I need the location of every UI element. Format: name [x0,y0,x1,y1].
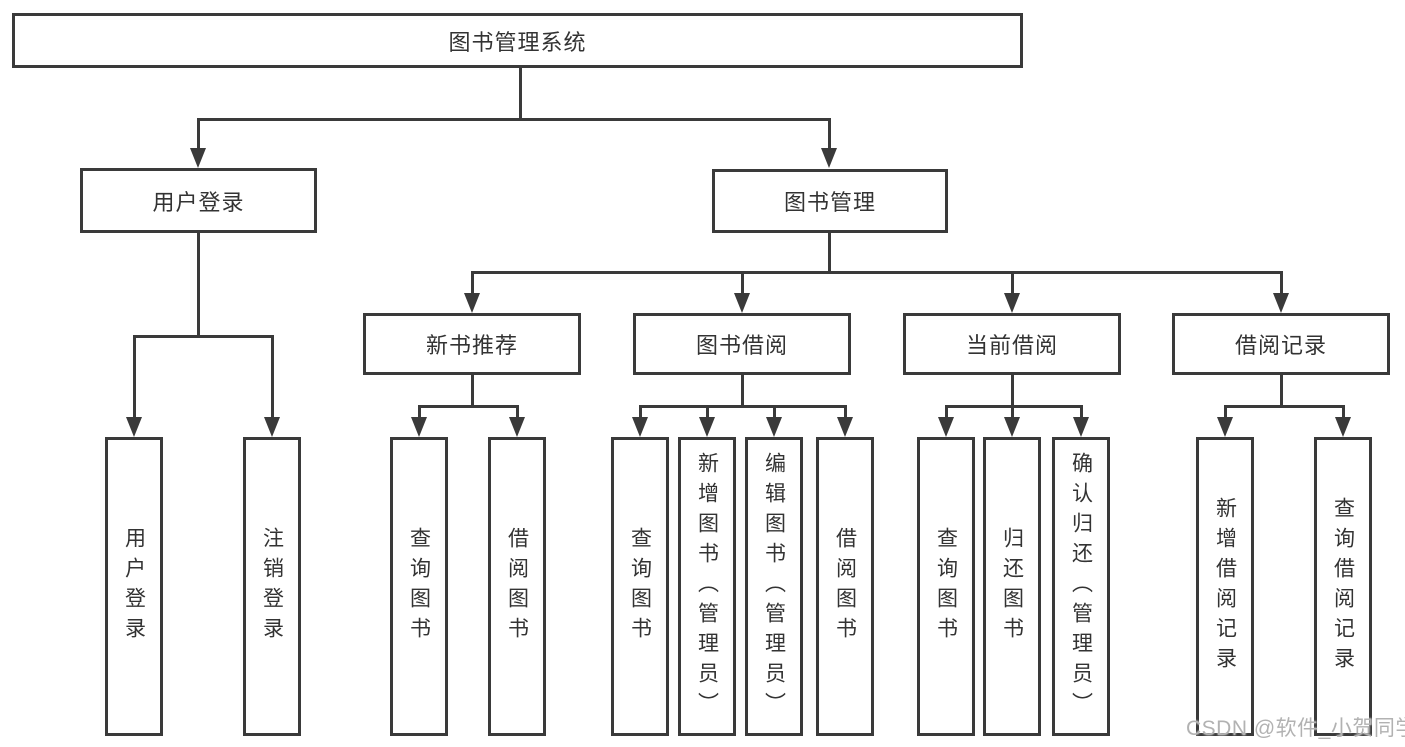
connector-segment [1280,375,1283,407]
connector-segment [197,118,831,121]
connector-segment [471,271,1283,274]
connector-segment [271,335,274,419]
node-label: 新书推荐 [425,333,518,358]
connector-segment [1280,271,1283,294]
connector-segment [418,405,421,419]
arrowhead-icon [632,417,648,437]
arrowhead-icon [1073,417,1089,437]
leaf-return-books: 归还图书 [983,437,1041,736]
connector-segment [519,68,522,118]
connector-segment [471,271,474,294]
node-label: 借阅记录 [1234,333,1327,358]
watermark: CSDN @软件_小贺同学 [1186,717,1405,740]
node-book-management: 图书管理 [712,169,948,233]
connector-segment [133,335,274,338]
connector-segment [844,405,847,419]
leaf-logout: 注销登录 [243,437,301,736]
leaf-confirm-return-admin: 确认归还（管理员） [1052,437,1110,736]
arrowhead-icon [938,417,954,437]
node-label: 当前借阅 [965,333,1058,358]
connector-segment [516,405,519,419]
connector-segment [1224,405,1345,408]
node-borrowing-records: 借阅记录 [1172,313,1390,375]
leaf-label: 借阅图书 [833,526,857,647]
arrowhead-icon [464,293,480,313]
connector-segment [471,375,474,407]
connector-segment [741,375,744,407]
node-label: 图书管理 [783,190,876,215]
leaf-add-book-admin: 新增图书（管理员） [678,437,736,736]
leaf-query-borrow-record: 查询借阅记录 [1314,437,1372,736]
connector-segment [197,233,200,337]
node-label: 图书借阅 [695,333,788,358]
connector-segment [741,271,744,294]
leaf-edit-book-admin: 编辑图书（管理员） [745,437,803,736]
leaf-add-borrow-record: 新增借阅记录 [1196,437,1254,736]
connector-segment [1342,405,1345,419]
connector-segment [1011,375,1014,407]
node-label: 用户登录 [152,189,245,215]
node-current-borrowing: 当前借阅 [903,313,1121,375]
arrowhead-icon [837,417,853,437]
arrowhead-icon [190,148,206,168]
leaf-label: 归还图书 [1000,526,1024,647]
arrowhead-icon [509,417,525,437]
connector-segment [706,405,709,419]
arrowhead-icon [1335,417,1351,437]
node-book-borrowing: 图书借阅 [633,313,851,375]
leaf-label: 查询图书 [407,526,431,647]
leaf-label: 确认归还（管理员） [1069,451,1093,722]
arrowhead-icon [1004,417,1020,437]
leaf-label: 用户登录 [122,526,146,647]
arrowhead-icon [1004,293,1020,313]
arrowhead-icon [126,417,142,437]
leaf-borrow-books-recommend: 借阅图书 [488,437,546,736]
leaf-query-books-borrowing: 查询图书 [611,437,669,736]
leaf-label: 编辑图书（管理员） [762,451,786,722]
connector-segment [1224,405,1227,419]
connector-segment [418,405,519,408]
node-library-management-system: 图书管理系统 [12,13,1023,68]
leaf-label: 新增借阅记录 [1213,496,1237,677]
connector-segment [945,405,948,419]
leaf-query-books-recommend: 查询图书 [390,437,448,736]
connector-segment [945,405,1083,408]
connector-segment [773,405,776,419]
arrowhead-icon [1217,417,1233,437]
leaf-query-books-current: 查询图书 [917,437,975,736]
arrowhead-icon [821,148,837,168]
node-user-login: 用户登录 [80,168,317,233]
leaf-label: 注销登录 [260,526,284,647]
leaf-user-login: 用户登录 [105,437,163,736]
connector-segment [828,118,831,151]
arrowhead-icon [411,417,427,437]
connector-segment [1011,405,1014,419]
leaf-label: 查询图书 [628,526,652,647]
leaf-label: 借阅图书 [505,526,529,647]
connector-segment [1080,405,1083,419]
connector-segment [639,405,847,408]
leaf-borrow-books: 借阅图书 [816,437,874,736]
connector-segment [197,118,200,151]
connector-segment [133,335,136,419]
node-new-book-recommendation: 新书推荐 [363,313,581,375]
arrowhead-icon [264,417,280,437]
leaf-label: 新增图书（管理员） [695,451,719,722]
node-label: 图书管理系统 [448,29,587,55]
leaf-label: 查询借阅记录 [1331,496,1355,677]
arrowhead-icon [1273,293,1289,313]
connector-segment [1011,271,1014,294]
leaf-label: 查询图书 [934,526,958,647]
connector-segment [828,233,831,273]
arrowhead-icon [734,293,750,313]
arrowhead-icon [766,417,782,437]
connector-segment [639,405,642,419]
arrowhead-icon [699,417,715,437]
